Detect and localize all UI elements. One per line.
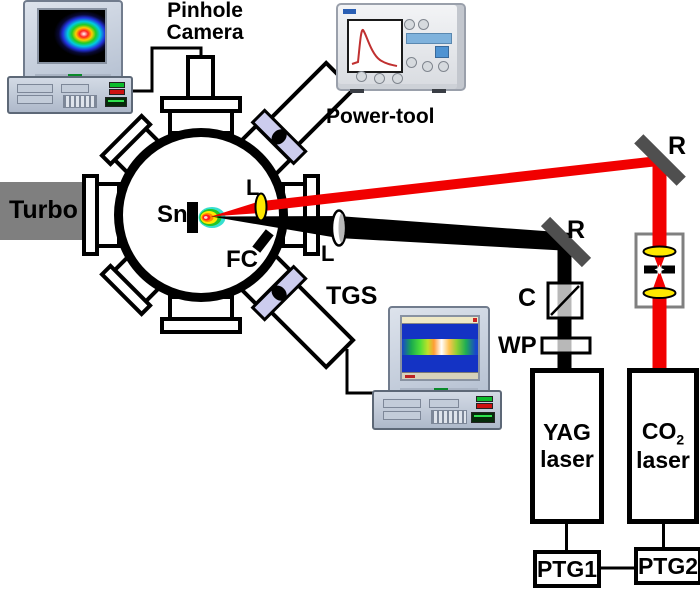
scope-screen (347, 19, 403, 73)
ptg1-label: PTG1 (536, 555, 598, 582)
ptg2-label: PTG2 (637, 552, 699, 579)
scope-logo (343, 9, 356, 14)
spectrum-screen (400, 315, 480, 381)
spectrum-band (402, 339, 478, 355)
ptg-connectors (565, 520, 665, 570)
mirror-mid-icon (540, 216, 592, 268)
sn-target-label: Sn (157, 201, 188, 228)
led-green (476, 396, 493, 402)
floppy-drive (17, 95, 53, 104)
floppy-drive (17, 84, 53, 93)
pinhole-camera-computer (2, 0, 142, 115)
power-tool-label: Power-tool (326, 105, 435, 128)
scope-knob (356, 71, 367, 82)
focus-sparkle-icon (654, 264, 665, 275)
co2-subscript: 2 (676, 431, 685, 448)
window-titlebar (402, 317, 478, 324)
turbo-label: Turbo (9, 196, 78, 224)
aperture-left (644, 265, 658, 274)
outer-lens-icon (330, 209, 348, 247)
co2-laser-label-line1: CO2 (641, 417, 685, 448)
plasma-plume (198, 207, 226, 228)
ptg1-box: PTG1 (533, 550, 601, 588)
led-red (109, 89, 125, 95)
led-green (109, 82, 125, 88)
port-bottom (160, 295, 242, 334)
port-right (281, 174, 320, 256)
monitor (23, 0, 123, 82)
pinhole-camera-label: Pinhole Camera (150, 0, 260, 44)
status-chip (405, 375, 415, 378)
window-statusbar (402, 372, 478, 379)
co2-beam-vertical (652, 160, 667, 368)
co2-beam-horizontal (211, 156, 659, 217)
spatial-filter-optics (642, 245, 677, 299)
turbo-pump-body (0, 182, 92, 240)
port-top (160, 96, 242, 135)
oscilloscope (336, 3, 466, 93)
pinhole-camera-label-line1: Pinhole (167, 0, 243, 22)
waveplate-label: WP (498, 332, 537, 359)
aperture-right (661, 265, 675, 274)
cd-drive (61, 84, 89, 93)
led-display (471, 412, 495, 423)
mirror-mid-label: R (567, 216, 586, 244)
ptg2-box: PTG2 (634, 547, 700, 585)
scope-menu-strip (406, 33, 452, 44)
scope-foot (432, 89, 446, 93)
yag-laser-box: YAG laser (530, 368, 604, 524)
mirror-top-label: R (668, 132, 687, 160)
computer-tower (372, 390, 502, 430)
scope-knob (422, 61, 433, 72)
telescope-lens-top-icon (642, 245, 677, 258)
scope-knob (418, 19, 429, 30)
pinhole-camera-cable (126, 46, 203, 93)
tgs-computer (370, 303, 502, 431)
scope-knob (374, 73, 385, 84)
mirror-top-icon (634, 134, 686, 186)
sn-target (187, 202, 198, 233)
beam-cube-icon (546, 281, 584, 320)
faraday-cup-label: FC (226, 246, 258, 273)
telescope-lens-bottom-icon (642, 287, 677, 299)
chamber-lens-icon (254, 192, 268, 222)
port-left (82, 174, 121, 256)
vent-grille (63, 95, 97, 108)
pulse-trace (351, 28, 398, 67)
computer-tower (7, 76, 133, 114)
window-close-chip (473, 318, 477, 322)
floppy-drive (383, 411, 421, 420)
led-display (105, 97, 127, 107)
co2-laser-box: CO2 laser (627, 368, 699, 524)
pinhole-camera-label-line2: Camera (166, 21, 244, 45)
scope-knob (438, 61, 449, 72)
waveplate-icon (540, 336, 592, 355)
scope-knob (392, 73, 403, 84)
co2-laser-label-line2: laser (636, 447, 690, 474)
scope-knob (406, 57, 417, 68)
monitor (388, 306, 490, 396)
vent-grille (431, 410, 467, 424)
yag-laser-label-line2: laser (540, 446, 594, 472)
yag-laser-label-line1: YAG (543, 419, 591, 445)
faraday-cup (252, 229, 274, 253)
lens-inner-label: L (246, 175, 260, 200)
cube-label: C (518, 284, 537, 312)
lens-outer-label: L (321, 241, 335, 266)
scope-knob (404, 19, 415, 30)
tgs-cable (345, 349, 382, 395)
tgs-label: TGS (326, 282, 378, 310)
floppy-drive (383, 399, 421, 408)
scope-blue-key (435, 46, 449, 58)
plasma-image-screen (37, 8, 107, 64)
cd-drive (429, 399, 459, 408)
scope-foot (350, 89, 364, 93)
led-red (476, 403, 493, 409)
